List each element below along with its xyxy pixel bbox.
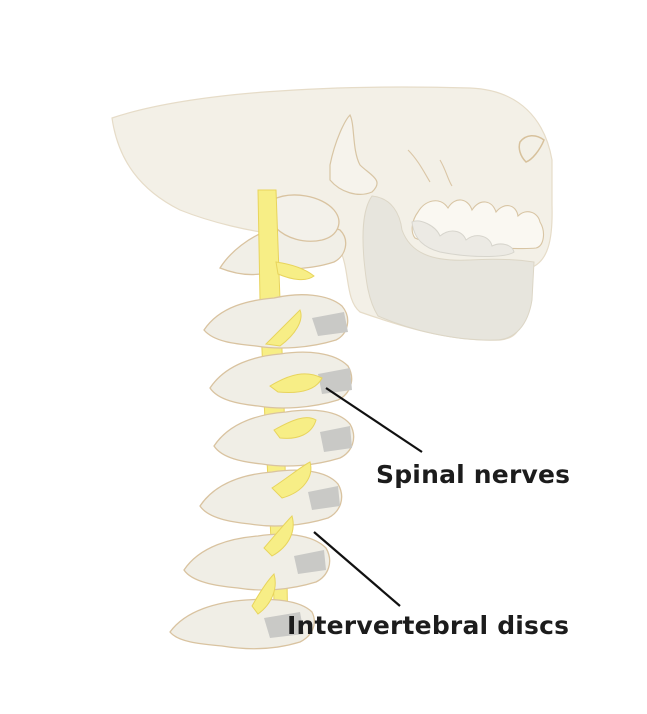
label-spinal-nerves: Spinal nerves [376, 460, 570, 489]
label-intervertebral-discs: Intervertebral discs [287, 611, 569, 640]
